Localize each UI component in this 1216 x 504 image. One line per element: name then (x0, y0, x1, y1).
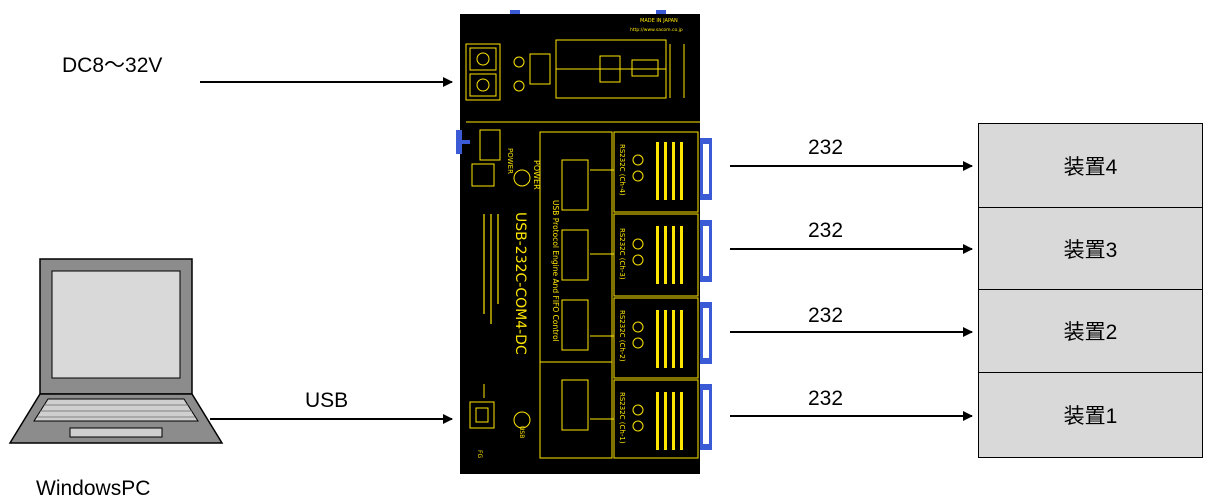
device-label-3: 装置3 (1063, 238, 1118, 262)
ch1-port-label: 232 (808, 387, 844, 410)
board-engine: USB Protocol Engine And FIFO Control (551, 200, 560, 342)
board-ch3-text: RS232C (Ch-3) (618, 228, 626, 280)
board-usb-text: USB (518, 426, 525, 438)
device-box-4: 装置4 (978, 123, 1203, 208)
ch2-port-label: 232 (808, 304, 844, 327)
device-box-2: 装置2 (978, 289, 1203, 373)
usb-label: USB (305, 389, 349, 412)
board-ch1-text: RS232C (Ch-1) (618, 392, 626, 444)
board-model: USB-232C-COM4-DC (512, 212, 528, 355)
board-ch2-text: RS232C (Ch-2) (618, 310, 626, 362)
board-power-text: POWER (506, 148, 514, 174)
power-input-label: DC8～32V (62, 54, 163, 77)
converter-board: MADE IN JAPAN http://www.sacom.co.jp POW… (456, 10, 712, 474)
ch4-port-label: 232 (808, 136, 844, 159)
ch3-port-label: 232 (808, 219, 844, 242)
device-label-4: 装置4 (1063, 155, 1118, 179)
device-label-2: 装置2 (1063, 321, 1118, 344)
device-label-1: 装置1 (1063, 405, 1118, 428)
board-made-in: MADE IN JAPAN (640, 18, 678, 24)
laptop-icon (8, 258, 224, 444)
board-fg-text: FG (476, 450, 483, 458)
pc-label: WindowsPC (36, 477, 151, 500)
board-power-led-text: POWER (532, 160, 541, 190)
device-box-3: 装置3 (978, 207, 1203, 290)
board-url: http://www.sacom.co.jp (630, 27, 683, 33)
board-ch4-text: RS232C (Ch-4) (618, 144, 626, 196)
device-box-1: 装置1 (978, 372, 1203, 458)
